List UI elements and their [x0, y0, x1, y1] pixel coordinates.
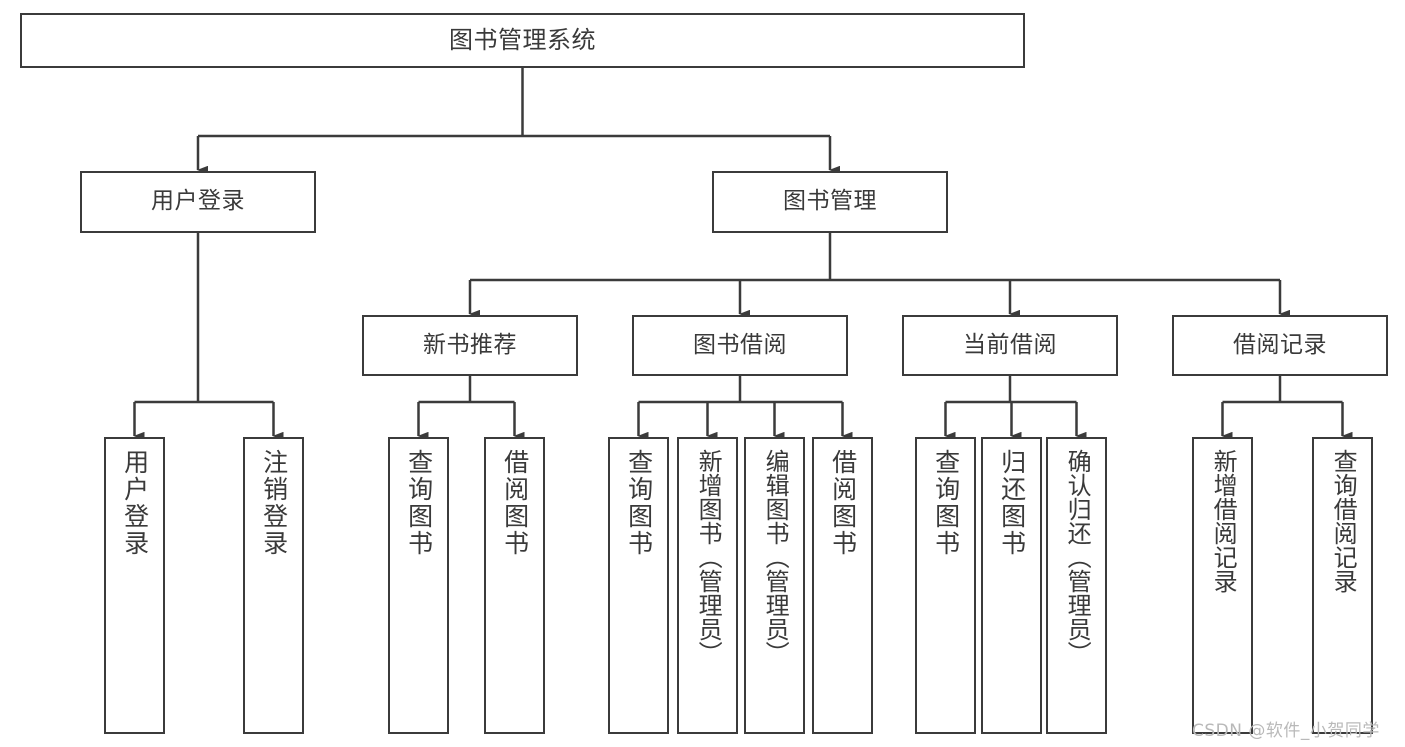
- node-label: 借阅记录: [1233, 331, 1327, 358]
- node-root[interactable]: 图书管理系统: [20, 13, 1025, 68]
- node-leaf-cb-confirm[interactable]: 确认归还（管理员）: [1046, 437, 1107, 734]
- node-book-borrow[interactable]: 图书借阅: [632, 315, 848, 376]
- node-label: 用户登录: [120, 449, 150, 557]
- edge-paths: [133, 68, 1353, 441]
- node-label: 编辑图书（管理员）: [761, 449, 790, 665]
- node-leaf-user-login[interactable]: 用户登录: [104, 437, 165, 734]
- node-label: 查询图书: [404, 449, 434, 557]
- node-label: 查询图书: [624, 449, 654, 557]
- node-leaf-br-query[interactable]: 查询借阅记录: [1312, 437, 1373, 734]
- node-leaf-bb-add[interactable]: 新增图书（管理员）: [677, 437, 738, 734]
- node-label: 图书借阅: [693, 331, 787, 358]
- node-leaf-cb-query[interactable]: 查询图书: [915, 437, 976, 734]
- node-leaf-bb-edit[interactable]: 编辑图书（管理员）: [744, 437, 805, 734]
- node-label: 用户登录: [151, 188, 245, 215]
- node-borrow-record[interactable]: 借阅记录: [1172, 315, 1388, 376]
- node-label: 新增借阅记录: [1209, 449, 1238, 593]
- node-book-manage[interactable]: 图书管理: [712, 171, 948, 233]
- node-label: 归还图书: [997, 449, 1027, 557]
- node-leaf-bb-query[interactable]: 查询图书: [608, 437, 669, 734]
- node-label: 图书管理: [783, 188, 877, 215]
- node-label: 借阅图书: [828, 449, 858, 557]
- node-leaf-rec-query[interactable]: 查询图书: [388, 437, 449, 734]
- node-current-borrow[interactable]: 当前借阅: [902, 315, 1118, 376]
- node-leaf-logout[interactable]: 注销登录: [243, 437, 304, 734]
- node-label: 查询图书: [931, 449, 961, 557]
- node-label: 新增图书（管理员）: [694, 449, 723, 665]
- node-label: 注销登录: [259, 449, 289, 557]
- node-leaf-bb-borrow[interactable]: 借阅图书: [812, 437, 873, 734]
- node-user-login[interactable]: 用户登录: [80, 171, 316, 233]
- node-label: 新书推荐: [423, 331, 517, 358]
- node-new-book-rec[interactable]: 新书推荐: [362, 315, 578, 376]
- node-leaf-rec-borrow[interactable]: 借阅图书: [484, 437, 545, 734]
- watermark: CSDN @软件_小贺同学: [1192, 721, 1380, 741]
- node-label: 确认归还（管理员）: [1063, 449, 1092, 665]
- node-label: 查询借阅记录: [1329, 449, 1358, 593]
- node-label: 借阅图书: [500, 449, 530, 557]
- node-leaf-br-add[interactable]: 新增借阅记录: [1192, 437, 1253, 734]
- node-leaf-cb-return[interactable]: 归还图书: [981, 437, 1042, 734]
- node-label: 图书管理系统: [449, 26, 596, 55]
- node-label: 当前借阅: [963, 331, 1057, 358]
